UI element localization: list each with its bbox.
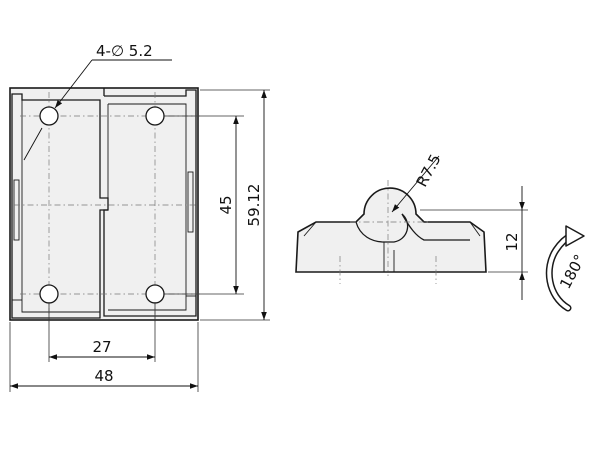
hole-callout-leader <box>23 59 172 161</box>
front-view: 4-∅ 5.2 45 59.12 27 48 <box>9 42 270 392</box>
mounting-hole-top-right <box>145 106 165 126</box>
rotate-arrow-icon <box>545 225 585 312</box>
side-center-lines <box>339 180 437 284</box>
mounting-hole-bottom-left <box>39 284 59 304</box>
side-profile <box>295 187 487 273</box>
side-height-dimension <box>420 186 528 300</box>
dim-hole-spacing-vertical: 45 <box>217 195 235 214</box>
horizontal-dimensions <box>9 302 199 392</box>
dim-total-width: 48 <box>94 367 113 385</box>
radius-leader <box>391 155 440 213</box>
hinge-outline <box>9 87 199 321</box>
mounting-hole-bottom-right <box>145 284 165 304</box>
dim-hole-spacing-horizontal: 27 <box>92 338 111 356</box>
dim-side-height: 12 <box>503 232 521 251</box>
hole-callout-label: 4-∅ 5.2 <box>96 42 153 60</box>
dim-total-height: 59.12 <box>245 184 263 227</box>
vertical-dimensions <box>164 89 270 321</box>
side-view: R7.5 12 180° <box>295 151 589 312</box>
rotation-label: 180° <box>556 251 589 291</box>
mounting-hole-top-left <box>39 106 59 126</box>
radius-label: R7.5 <box>413 151 445 190</box>
